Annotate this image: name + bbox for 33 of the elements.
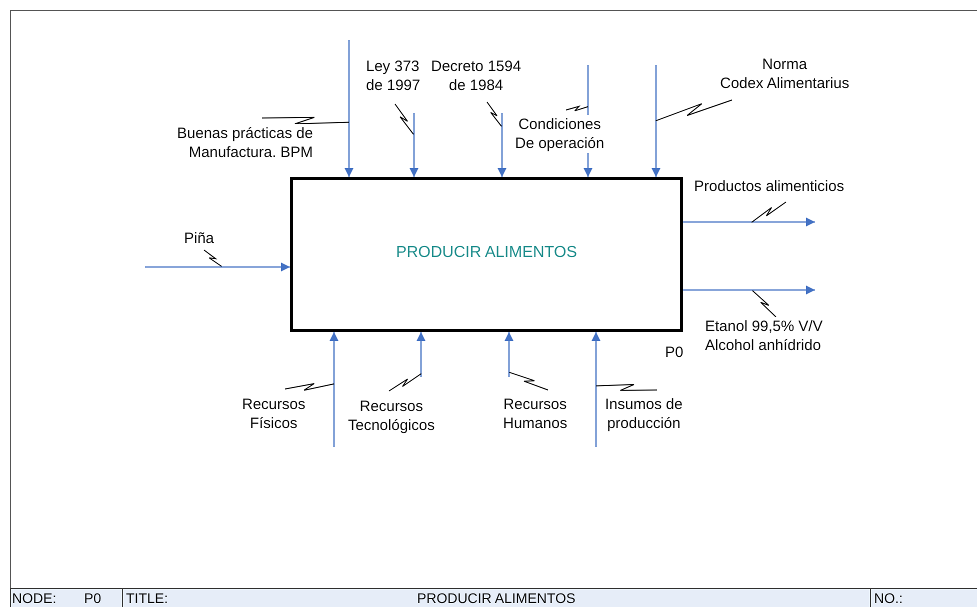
leader-line [284, 383, 335, 391]
arrow [592, 332, 600, 447]
process-box [290, 177, 683, 332]
arrow [416, 332, 426, 377]
process-title: PRODUCIR ALIMENTOS [396, 244, 578, 262]
arrow [344, 40, 354, 177]
arrow-label: Condiciones De operación [514, 115, 606, 153]
arrow [410, 113, 418, 177]
node-number: P0 [665, 344, 684, 361]
arrow-label: Insumos de producción [604, 395, 684, 433]
leader-line [388, 373, 422, 392]
leader-line [508, 372, 548, 390]
leader-line [752, 290, 776, 318]
arrow [683, 218, 815, 226]
arrow [330, 332, 338, 447]
title-block-text: PRODUCIR ALIMENTOS [417, 590, 576, 606]
leader-line [486, 102, 502, 127]
leader-line [566, 105, 589, 112]
leader-line [394, 104, 414, 135]
leader-line [655, 100, 732, 122]
leader-line [751, 202, 786, 223]
title-block-text: P0 [84, 590, 102, 606]
title-block-text: NO.: [874, 590, 903, 606]
title-block-text: NODE: [12, 590, 56, 606]
leader-line [262, 116, 350, 124]
title-block-text: TITLE: [126, 590, 168, 606]
arrow [652, 65, 660, 177]
arrow [504, 332, 514, 377]
leader-line [204, 250, 222, 267]
arrow [498, 113, 506, 177]
arrow [145, 262, 290, 272]
arrow [683, 286, 815, 294]
leader-line [596, 384, 658, 391]
